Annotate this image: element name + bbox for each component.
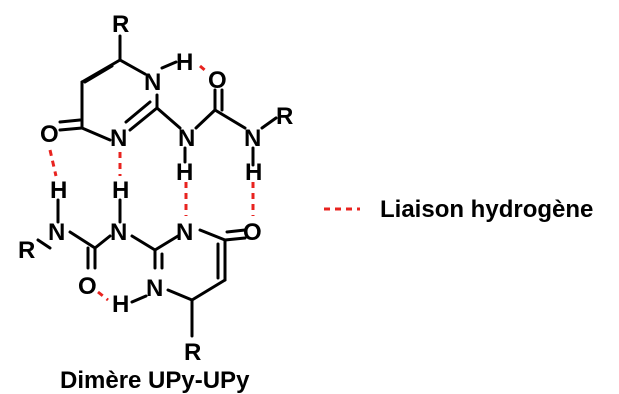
bottom-molecule-atoms: H H R N N N O O N H R: [18, 177, 262, 366]
bottom-molecule-bonds: [36, 198, 247, 338]
figure-caption: Dimère UPy-UPy: [60, 367, 250, 394]
top-r2-label: R: [276, 103, 293, 130]
bottom-n1-label: N: [146, 275, 163, 302]
hydrogen-bonds: [48, 64, 255, 302]
bottom-o-ketone-label: O: [243, 219, 262, 246]
top-n-amide-label: N: [244, 125, 261, 152]
top-o-ketone-label: O: [40, 121, 59, 148]
bottom-r-label: R: [18, 237, 35, 264]
top-r-label: R: [112, 11, 129, 38]
top-n3-label: N: [110, 125, 127, 152]
top-molecule-bonds: [58, 34, 278, 167]
bottom-n-amide-label: N: [48, 219, 65, 246]
top-n-amine-label: N: [178, 125, 195, 152]
top-h1-label: H: [176, 49, 193, 76]
bottom-n-amine-label: N: [110, 219, 127, 246]
bottom-n3-label: N: [176, 219, 193, 246]
legend: Liaison hydrogène: [324, 196, 593, 223]
bottom-r2-label: R: [184, 339, 201, 366]
top-h-amine-label: H: [176, 159, 193, 186]
top-n1-label: N: [144, 69, 161, 96]
top-molecule-atoms: R N H O O N N N R H H: [40, 11, 293, 186]
bottom-h-amide-label: H: [50, 177, 67, 204]
legend-label: Liaison hydrogène: [380, 196, 593, 223]
bottom-h1-label: H: [112, 291, 129, 318]
bottom-h-amine-label: H: [112, 177, 129, 204]
bottom-o-urea-label: O: [78, 273, 97, 300]
top-o-urea-label: O: [208, 67, 227, 94]
top-h-amide-label: H: [245, 159, 262, 186]
